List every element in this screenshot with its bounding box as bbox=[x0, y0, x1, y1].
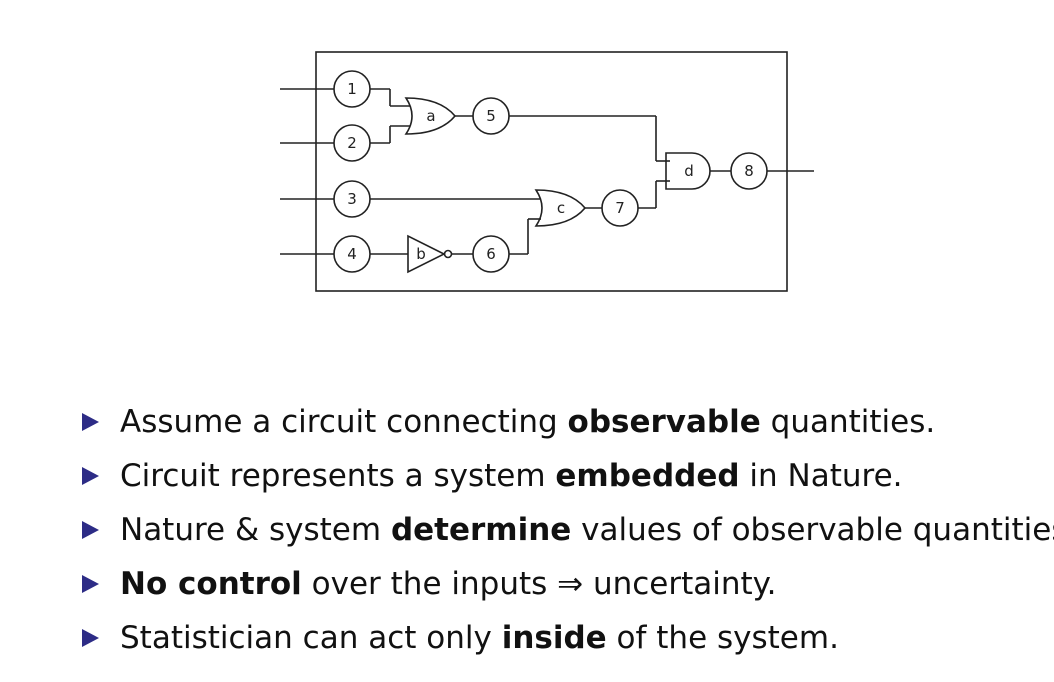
node-7 bbox=[601, 189, 639, 227]
gate-a-label: a bbox=[426, 107, 435, 125]
bullet-item: No control over the inputs ⇒ uncertainty… bbox=[78, 562, 1054, 616]
gate-c-label: c bbox=[557, 199, 565, 217]
bullet-list: Assume a circuit connecting observable q… bbox=[78, 400, 1054, 670]
node-6-label: 6 bbox=[486, 245, 496, 263]
gate-d-shape bbox=[665, 152, 711, 190]
gate-a-shape bbox=[404, 97, 457, 135]
bullet-triangle-icon bbox=[82, 575, 99, 593]
gate-b-shape bbox=[407, 234, 446, 274]
bullet-item: Nature & system determine values of obse… bbox=[78, 508, 1054, 562]
node-3 bbox=[333, 180, 371, 218]
node-4 bbox=[333, 235, 371, 273]
bullet-triangle-icon bbox=[82, 521, 99, 539]
gate-b-label: b bbox=[416, 245, 426, 263]
node-5 bbox=[472, 97, 510, 135]
bullet-triangle-icon bbox=[82, 629, 99, 647]
circuit-diagram: 1 2 3 4 5 6 7 8 a b c d bbox=[280, 51, 814, 292]
node-4-label: 4 bbox=[347, 245, 357, 263]
bullet-item: Circuit represents a system embedded in … bbox=[78, 454, 1054, 508]
node-1-label: 1 bbox=[347, 80, 357, 98]
node-8 bbox=[730, 152, 768, 190]
bullet-emphasis: observable bbox=[567, 404, 761, 440]
bullet-triangle-icon bbox=[82, 467, 99, 485]
gate-d-label: d bbox=[684, 162, 694, 180]
bullet-emphasis: No control bbox=[120, 566, 302, 602]
node-2-label: 2 bbox=[347, 134, 357, 152]
bullet-emphasis: inside bbox=[501, 620, 607, 656]
bullet-emphasis: determine bbox=[390, 512, 572, 548]
bullet-item: Assume a circuit connecting observable q… bbox=[78, 400, 1054, 454]
node-1 bbox=[333, 70, 371, 108]
node-8-label: 8 bbox=[744, 162, 754, 180]
node-5-label: 5 bbox=[486, 107, 496, 125]
bullet-triangle-icon bbox=[82, 413, 99, 431]
node-3-label: 3 bbox=[347, 190, 357, 208]
node-7-label: 7 bbox=[615, 199, 625, 217]
bullet-emphasis: embedded bbox=[555, 458, 740, 494]
node-6 bbox=[472, 235, 510, 273]
bullet-item: Statistician can act only inside of the … bbox=[78, 616, 1054, 670]
gate-c-shape bbox=[534, 189, 587, 227]
node-2 bbox=[333, 124, 371, 162]
